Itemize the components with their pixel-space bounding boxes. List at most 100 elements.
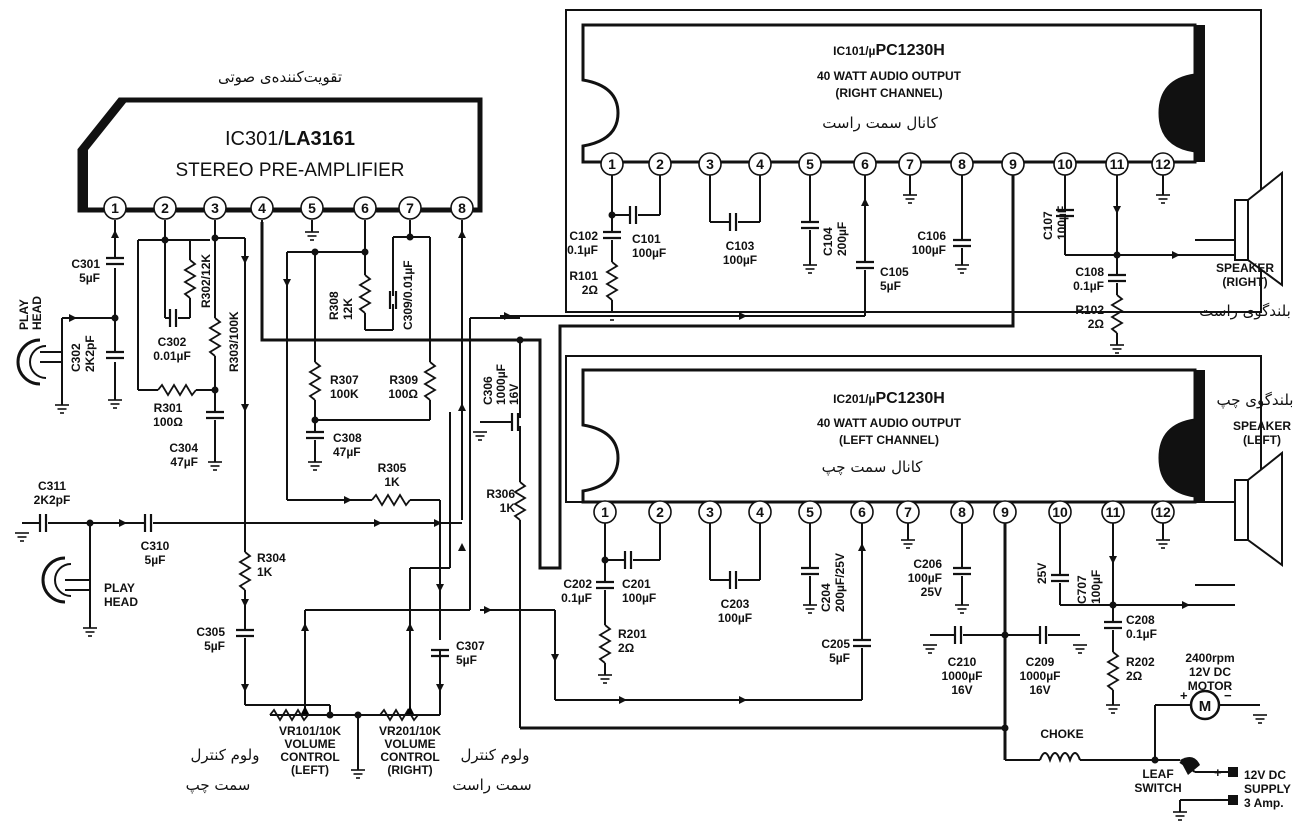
ic301-desc: STEREO PRE-AMPLIFIER	[175, 160, 404, 181]
c302-label: C3022K2pF	[69, 335, 97, 372]
c104-label: C104200µF	[821, 222, 849, 256]
r303-label: R303/100K	[227, 311, 241, 372]
ic101-pin: 6	[853, 152, 877, 176]
svg-text:11: 11	[1106, 504, 1121, 520]
ic101-pins: 1 2 3 4 5 6 7 8 9 10 11 12	[600, 152, 1175, 176]
svg-text:M: M	[1199, 698, 1212, 715]
svg-text:1: 1	[111, 200, 119, 216]
svg-text:6: 6	[361, 200, 369, 216]
svg-text:4: 4	[756, 156, 764, 172]
c107-label: C107100µF	[1041, 206, 1069, 240]
c309-label: C309/0.01µF	[401, 260, 415, 330]
ic201-pin: 4	[748, 500, 772, 524]
ic101-pin: 9	[1001, 152, 1025, 176]
svg-text:−: −	[1224, 688, 1232, 703]
speaker-left-icon: بلندگوی چپ SPEAKER(LEFT)	[1217, 391, 1293, 567]
svg-text:9: 9	[1001, 504, 1009, 520]
ic201-box: IC201/µPC1230H 40 WATT AUDIO OUTPUT (LEF…	[565, 355, 1262, 504]
ic201-pin: 9	[993, 500, 1017, 524]
ic301-pin: 2	[153, 196, 177, 220]
ic301-pin: 1	[103, 196, 127, 220]
ic101-pin: 8	[950, 152, 974, 176]
ic101-pin: 4	[748, 152, 772, 176]
svg-text:2: 2	[161, 200, 169, 216]
ic301-pin: 7	[398, 196, 422, 220]
ic301-pin: 3	[203, 196, 227, 220]
svg-text:2: 2	[656, 156, 664, 172]
ic101-channel: (RIGHT CHANNEL)	[835, 86, 942, 100]
ic201-pin: 3	[698, 500, 722, 524]
svg-text:10: 10	[1057, 156, 1073, 172]
svg-text:5: 5	[806, 504, 814, 520]
svg-text:−: −	[1214, 792, 1222, 807]
ic101-title: IC101/µPC1230H	[833, 42, 945, 59]
ic201-persian-label: کانال سمت چپ	[822, 458, 924, 477]
speaker-right-label: SPEAKER(RIGHT)	[1216, 261, 1274, 289]
ic201-title: IC201/µPC1230H	[833, 390, 945, 407]
junction-dots	[86, 211, 1159, 764]
ic301-title: IC301/LA3161	[225, 128, 355, 150]
svg-text:+: +	[1214, 765, 1222, 780]
ic201-pin: 11	[1101, 500, 1125, 524]
speaker-left-label: SPEAKER(LEFT)	[1233, 419, 1291, 447]
ic101-pin: 5	[798, 152, 822, 176]
svg-text:4: 4	[756, 504, 764, 520]
c204-label: C204200µF/25V	[819, 553, 847, 612]
svg-text:6: 6	[858, 504, 866, 520]
svg-text:4: 4	[258, 200, 266, 216]
svg-text:5: 5	[806, 156, 814, 172]
ic201-channel: (LEFT CHANNEL)	[839, 433, 939, 447]
svg-text:3: 3	[706, 504, 714, 520]
svg-text:7: 7	[406, 200, 414, 216]
svg-text:1: 1	[608, 156, 616, 172]
ic101-pin: 10	[1053, 152, 1077, 176]
svg-text:1: 1	[601, 504, 609, 520]
svg-text:3: 3	[211, 200, 219, 216]
svg-text:9: 9	[1009, 156, 1017, 172]
svg-text:8: 8	[458, 200, 466, 216]
c306-label: C3061000µF16V	[481, 364, 521, 405]
ic201-pin: 10	[1048, 500, 1072, 524]
ic301-persian-label: تقویت‌کننده‌ی صوتی	[218, 68, 342, 86]
svg-text:8: 8	[958, 156, 966, 172]
r308-label: R30812K	[327, 291, 355, 320]
ic201-pin: 6	[850, 500, 874, 524]
svg-text:7: 7	[906, 156, 914, 172]
svg-text:10: 10	[1052, 504, 1068, 520]
ic101-pin: 3	[698, 152, 722, 176]
c707-voltage-label: 25V	[1035, 563, 1049, 584]
svg-text:12: 12	[1155, 156, 1171, 172]
speaker-right-persian: بلندگوی راست	[1199, 302, 1291, 320]
ic201-pin: 8	[950, 500, 974, 524]
ic201-pin: 7	[896, 500, 920, 524]
